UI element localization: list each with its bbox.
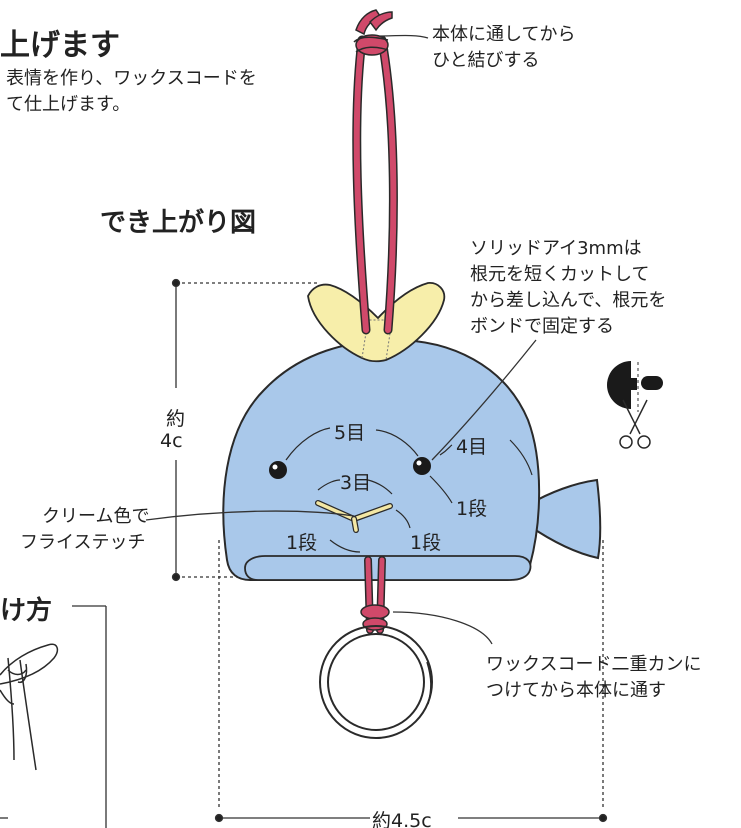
note-cord-knot-2: ひと結びする bbox=[432, 50, 540, 71]
dimension-guides bbox=[176, 282, 604, 808]
height-label-1: 約 bbox=[166, 408, 186, 430]
width-dimension-line bbox=[214, 813, 608, 823]
width-label: 約4.5c bbox=[372, 810, 432, 828]
height-label-2: 4c bbox=[160, 430, 183, 452]
tail-fin bbox=[527, 478, 602, 560]
label-row-lower-left: 1段 bbox=[286, 532, 318, 554]
diagram-title: でき上がり図 bbox=[100, 208, 257, 238]
body-bottom-band bbox=[244, 555, 532, 581]
note-eye-3: から差し込んで、根元を bbox=[470, 290, 667, 311]
whale-body bbox=[222, 338, 541, 581]
side-section-title: け方 bbox=[0, 596, 53, 626]
split-ring bbox=[319, 625, 433, 739]
right-eye bbox=[413, 457, 431, 475]
note-eye-1: ソリッドアイ3mmは bbox=[470, 238, 642, 259]
label-row-lower-right: 1段 bbox=[410, 532, 442, 554]
cord-knot bbox=[353, 9, 393, 56]
note-eye-2: 根元を短くカットして bbox=[470, 264, 650, 285]
intro-line-1: 表情を作り、ワックスコードを bbox=[6, 68, 257, 89]
height-dimension-line bbox=[171, 278, 181, 582]
wax-cord-loop bbox=[352, 35, 398, 335]
label-row-right: 1段 bbox=[456, 498, 488, 520]
note-cord-knot-1: 本体に通してから bbox=[432, 24, 576, 45]
section-title: 上げます bbox=[0, 28, 120, 63]
attach-method-illustration bbox=[0, 643, 59, 771]
leader-lines bbox=[145, 34, 537, 645]
label-eye-gap: 5目 bbox=[334, 422, 366, 444]
note-ring-1: ワックスコード二重カンに bbox=[486, 654, 702, 675]
label-side-gap: 4目 bbox=[456, 436, 488, 458]
measurement-arcs bbox=[285, 427, 533, 553]
solid-eye-part-icon bbox=[607, 361, 663, 412]
side-section-frame bbox=[0, 605, 107, 828]
note-eye-4: ボンドで固定する bbox=[470, 316, 614, 337]
note-stitch-1: クリーム色で bbox=[42, 506, 150, 527]
note-ring-2: つけてから本体に通す bbox=[486, 680, 666, 701]
spout-fin bbox=[307, 282, 446, 363]
scissors-icon bbox=[619, 399, 651, 449]
fly-stitch-mouth bbox=[315, 500, 393, 533]
label-mouth-width: 3目 bbox=[340, 472, 372, 494]
left-eye bbox=[269, 461, 287, 479]
note-stitch-2: フライステッチ bbox=[20, 532, 146, 553]
intro-line-2: て仕上げます。 bbox=[6, 94, 131, 115]
